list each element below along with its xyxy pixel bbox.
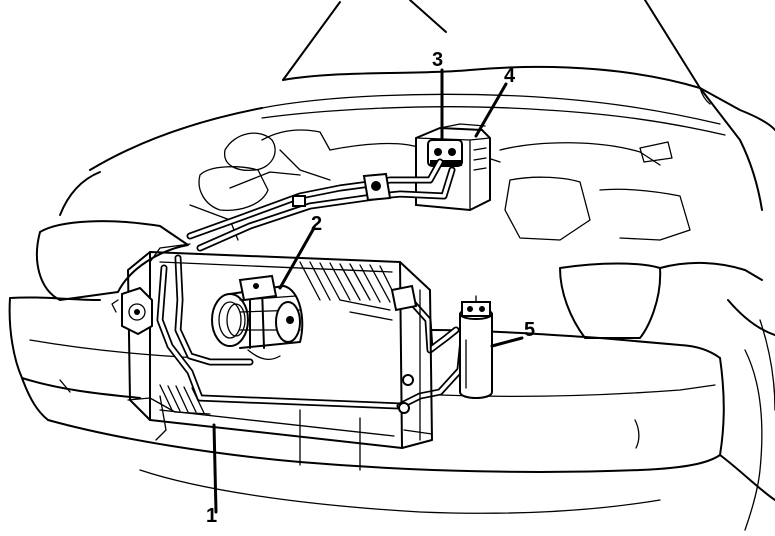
callout-labels: 1 2 3 4 5 <box>206 49 535 527</box>
leader-4 <box>474 82 508 138</box>
condenser <box>127 251 433 449</box>
receiver-drier <box>459 295 493 399</box>
car-body <box>8 0 775 531</box>
compressor <box>211 274 304 361</box>
callout-2: 2 <box>311 213 322 235</box>
callout-3: 3 <box>432 49 443 71</box>
fan-motor <box>111 286 153 336</box>
leader-1 <box>212 423 218 514</box>
callout-5: 5 <box>524 319 535 341</box>
leader-5 <box>490 336 524 348</box>
callout-4: 4 <box>504 65 516 87</box>
callout-1: 1 <box>206 505 217 527</box>
callout-leaders <box>212 68 524 514</box>
leader-2 <box>278 226 316 290</box>
